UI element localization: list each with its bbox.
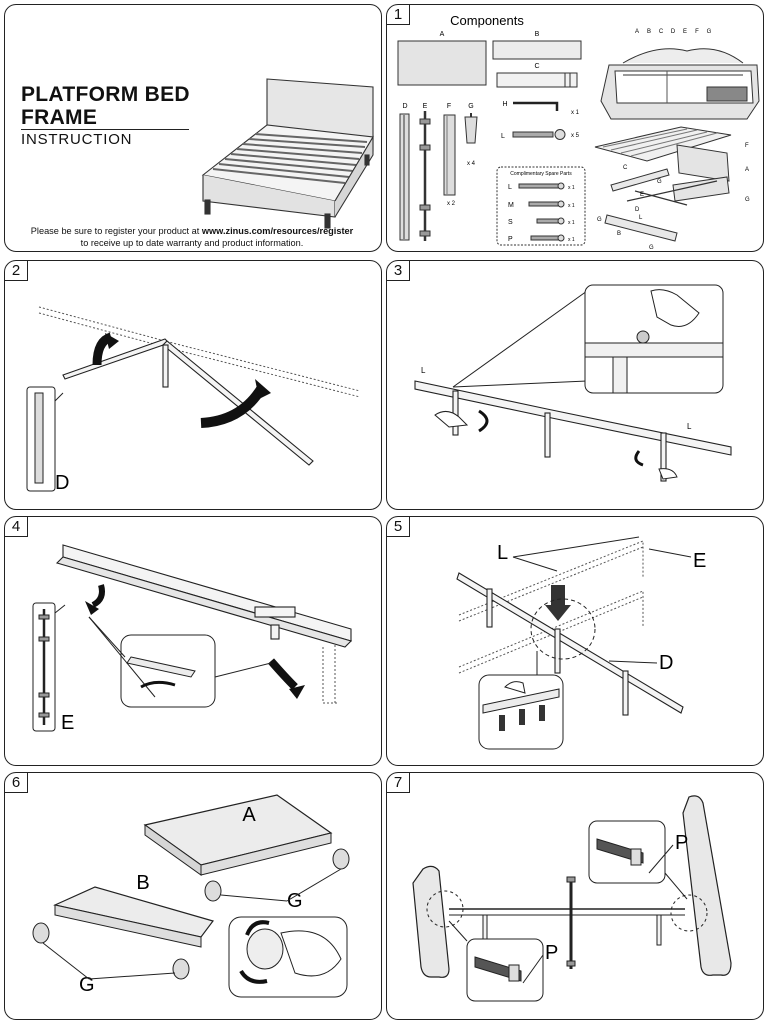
step-number-5: 5 bbox=[387, 517, 410, 537]
component-label-c: C bbox=[534, 63, 539, 70]
step-6-illustration: A B G G bbox=[32, 794, 350, 998]
step-number-7: 7 bbox=[387, 773, 410, 793]
step-7-panel: 7 P P bbox=[386, 772, 764, 1020]
qty-f: x 2 bbox=[447, 201, 456, 207]
exploded-label-d: D bbox=[635, 207, 640, 213]
component-label-d: D bbox=[402, 103, 407, 110]
register-prefix: Please be sure to register your product … bbox=[30, 226, 202, 236]
svg-text:A: A bbox=[635, 29, 639, 35]
spare-parts-title: Complimentary Spare Parts bbox=[510, 171, 572, 177]
step-7-label-p-bottom: P bbox=[545, 942, 558, 964]
spare-qty-l: x 1 bbox=[568, 185, 575, 191]
spare-label-p: P bbox=[508, 236, 513, 243]
exploded-label-g4: G bbox=[649, 245, 654, 251]
svg-text:F: F bbox=[695, 29, 699, 35]
top-view-letters: A B C D E F G bbox=[635, 29, 712, 35]
step-number-2: 2 bbox=[5, 261, 28, 281]
step-3-illustration: L L bbox=[414, 284, 732, 482]
cover-title-line2: FRAME bbox=[21, 106, 98, 129]
step-2-illustration: D bbox=[26, 306, 361, 494]
spare-qty-s: x 1 bbox=[568, 220, 575, 226]
step-2-label-d: D bbox=[55, 472, 69, 494]
exploded-label-g1: G bbox=[657, 179, 662, 185]
qty-l: x 5 bbox=[571, 133, 580, 139]
spare-qty-m: x 1 bbox=[568, 203, 575, 209]
component-label-b: B bbox=[535, 31, 540, 38]
component-label-h: H bbox=[502, 101, 507, 108]
step-6-label-a: A bbox=[242, 804, 256, 826]
exploded-label-b: B bbox=[617, 231, 621, 237]
spare-qty-p: x 1 bbox=[568, 237, 575, 243]
component-label-f: F bbox=[447, 103, 451, 110]
exploded-label-g2: G bbox=[745, 197, 750, 203]
step-6-label-g-right: G bbox=[287, 890, 303, 912]
cover-panel: PLATFORM BED FRAME INSTRUCTION bbox=[4, 4, 382, 252]
step-6-label-b: B bbox=[136, 872, 149, 894]
exploded-label-g3: G bbox=[597, 217, 602, 223]
cover-subtitle: INSTRUCTION bbox=[21, 129, 189, 148]
step-7-label-p-top: P bbox=[675, 832, 688, 854]
components-illustration: Components A B C D E F G x 2 x 4 H x 1 L bbox=[397, 13, 760, 251]
step-5-label-e: E bbox=[693, 550, 706, 572]
step-3-label-l-left: L bbox=[421, 366, 426, 375]
step-6-label-g-bottom: G bbox=[79, 974, 95, 996]
step-5-illustration: L E D bbox=[456, 536, 706, 750]
components-title: Components bbox=[450, 13, 524, 28]
step-number-6: 6 bbox=[5, 773, 28, 793]
step-4-illustration: E bbox=[32, 544, 353, 734]
step-4-label-e: E bbox=[61, 712, 74, 734]
exploded-label-a: A bbox=[745, 167, 749, 173]
step-number-3: 3 bbox=[387, 261, 410, 281]
exploded-label-f: F bbox=[745, 143, 749, 149]
step-5-label-d: D bbox=[659, 652, 673, 674]
step-5-label-l: L bbox=[497, 542, 508, 564]
spare-label-l: L bbox=[508, 184, 512, 191]
bed-illustration bbox=[201, 78, 374, 229]
step-5-panel: 5 L E D bbox=[386, 516, 764, 766]
component-label-a: A bbox=[440, 31, 445, 38]
step-3-panel: 3 L L bbox=[386, 260, 764, 510]
spare-label-s: S bbox=[508, 219, 513, 226]
spare-label-m: M bbox=[508, 202, 514, 209]
exploded-label-l: L bbox=[639, 215, 643, 221]
register-suffix: to receive up to date warranty and produ… bbox=[80, 237, 304, 248]
register-url[interactable]: www.zinus.com/resources/register bbox=[201, 226, 354, 236]
exploded-label-c: C bbox=[623, 165, 628, 171]
step-3-label-l-right: L bbox=[687, 422, 692, 431]
cover-title: PLATFORM BED FRAME bbox=[21, 83, 190, 129]
step-number-1: 1 bbox=[387, 5, 410, 25]
step-6-panel: 6 A B G G bbox=[4, 772, 382, 1020]
exploded-label-e: E bbox=[640, 192, 644, 198]
component-label-g: G bbox=[468, 103, 473, 110]
component-label-e: E bbox=[423, 103, 428, 110]
svg-text:D: D bbox=[671, 29, 676, 35]
cover-title-line1: PLATFORM BED bbox=[21, 83, 190, 106]
qty-g: x 4 bbox=[467, 161, 476, 167]
step-7-illustration: P P bbox=[412, 795, 732, 1002]
step-1-panel: 1 Components A B C D E F G x 2 x 4 H x 1 bbox=[386, 4, 764, 252]
step-4-panel: 4 E bbox=[4, 516, 382, 766]
qty-h: x 1 bbox=[571, 110, 580, 116]
register-note: Please be sure to register your product … bbox=[9, 226, 375, 249]
component-label-l: L bbox=[501, 133, 505, 140]
svg-text:C: C bbox=[659, 29, 664, 35]
svg-text:E: E bbox=[683, 29, 687, 35]
svg-text:B: B bbox=[647, 29, 651, 35]
step-number-4: 4 bbox=[5, 517, 28, 537]
svg-text:G: G bbox=[707, 29, 712, 35]
step-2-panel: 2 D bbox=[4, 260, 382, 510]
